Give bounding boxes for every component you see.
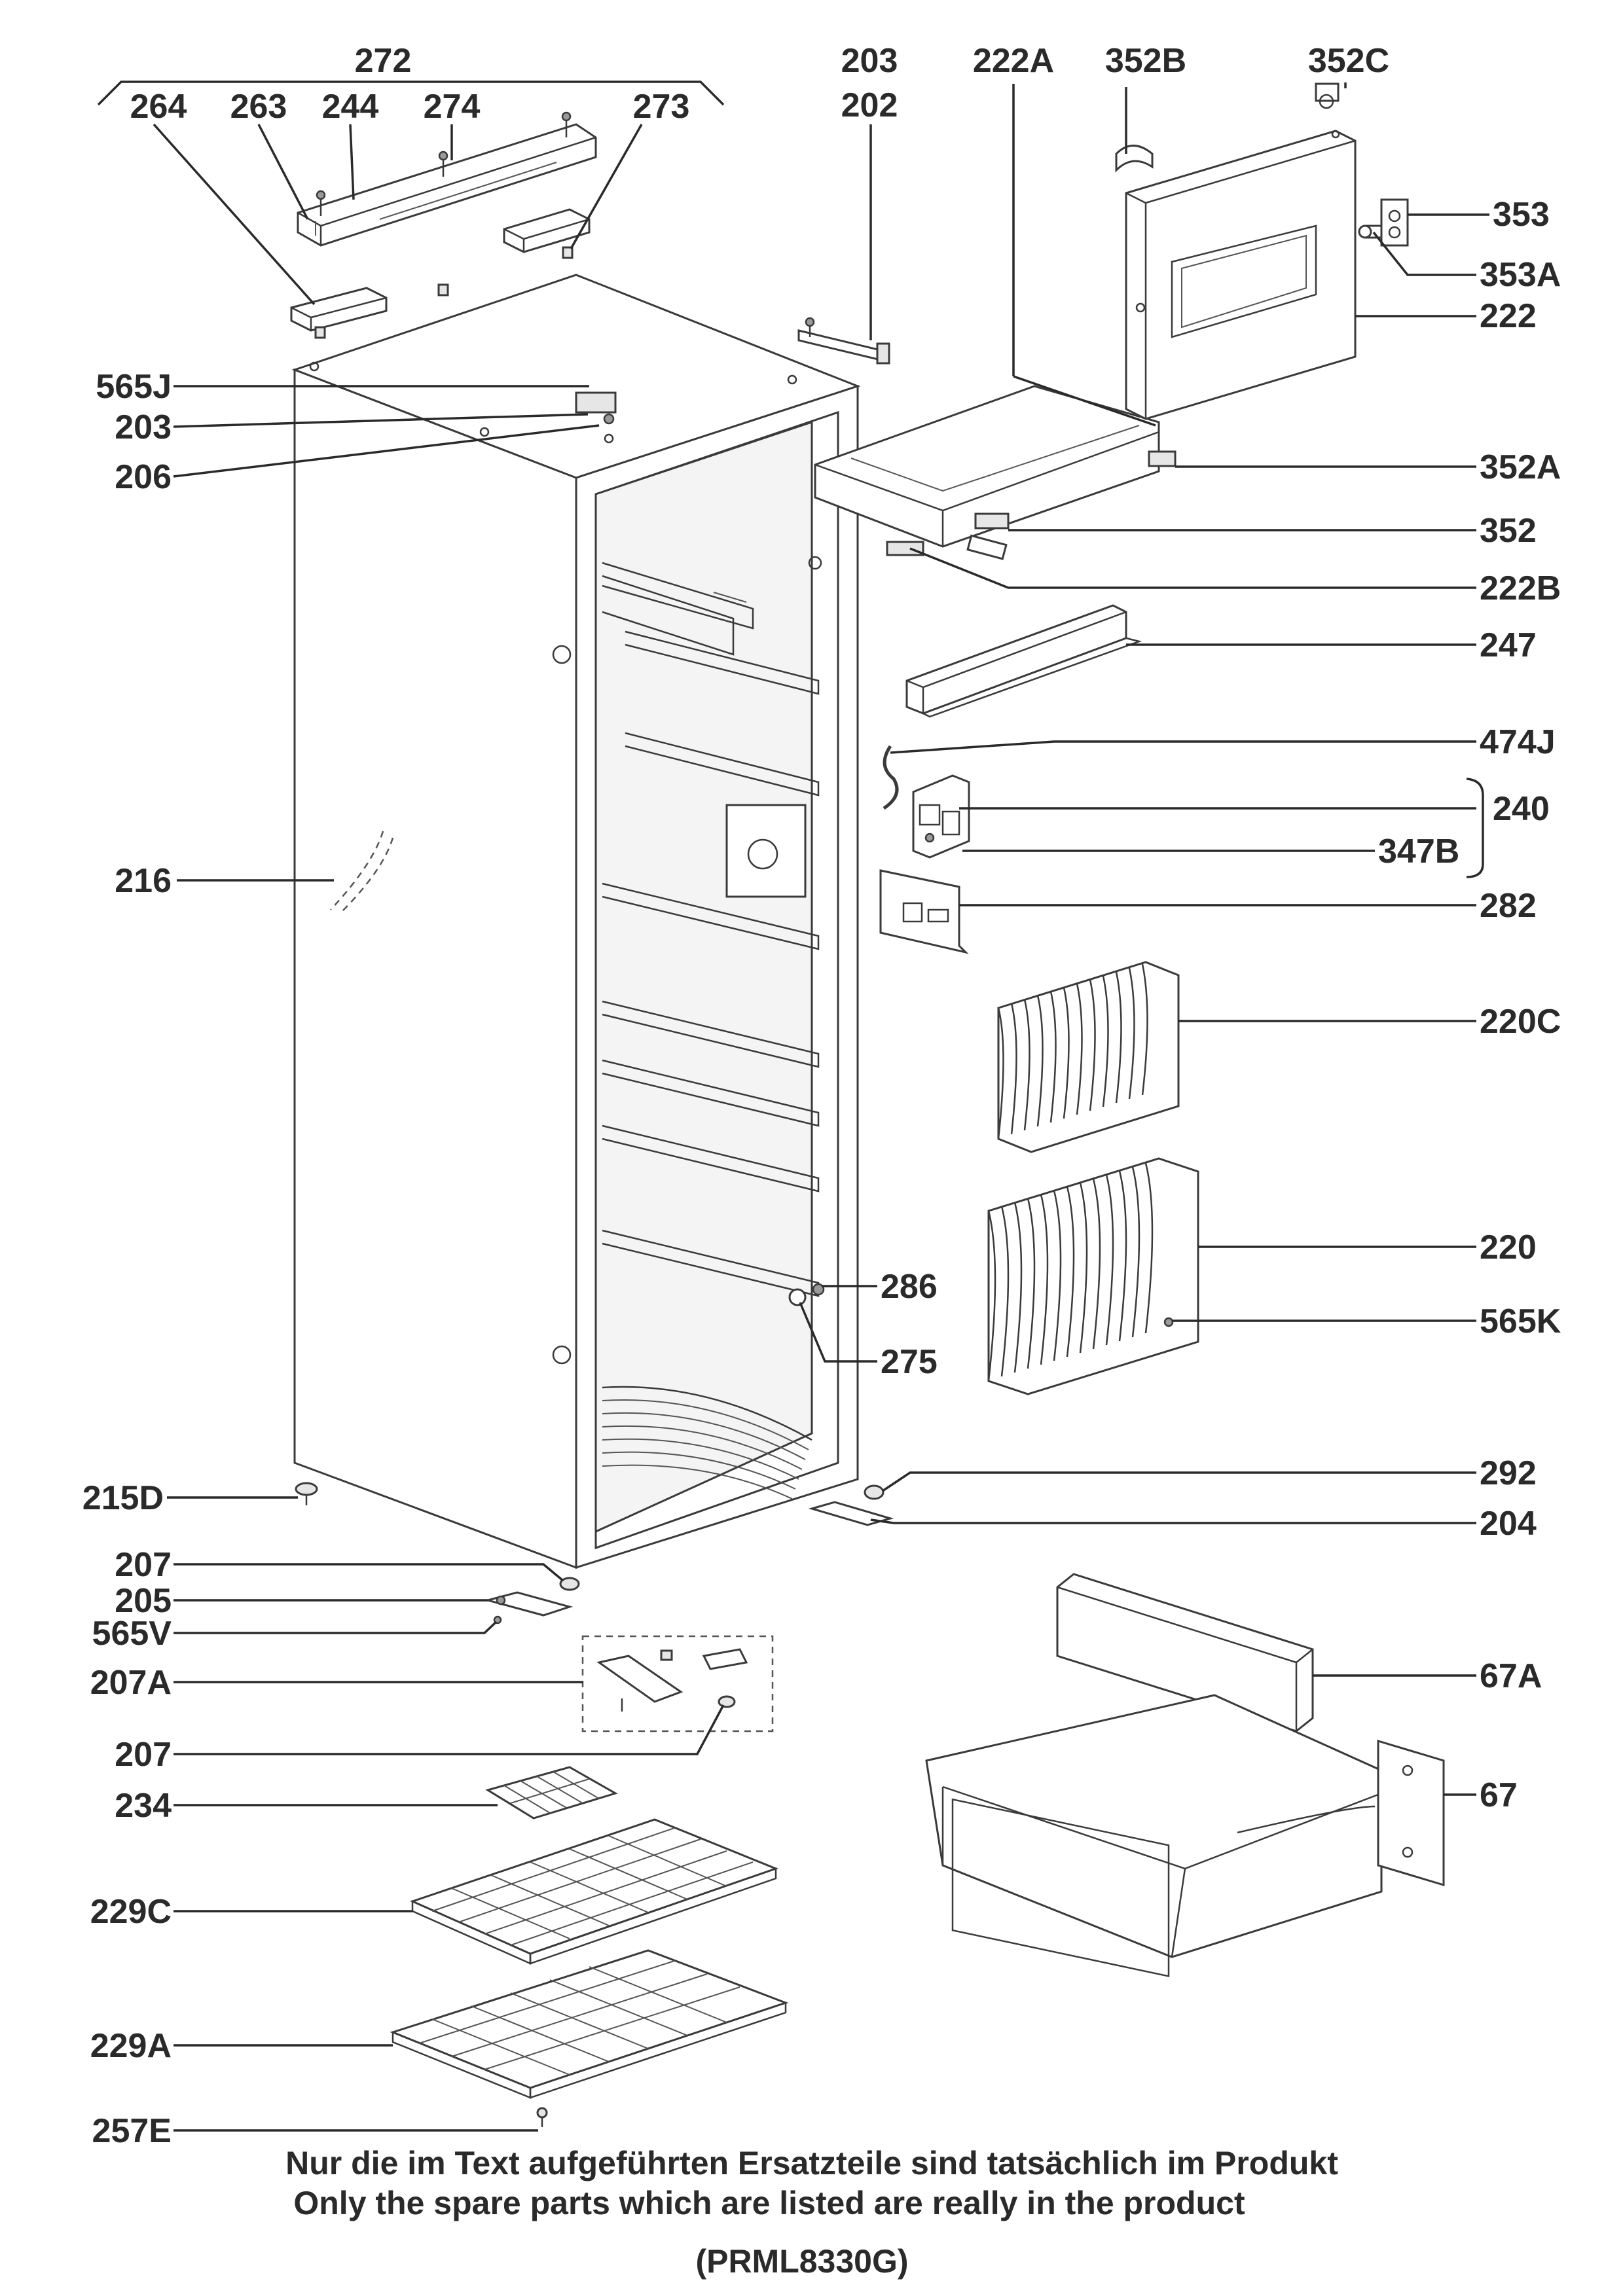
ice-cube-tray-part	[485, 1766, 618, 1820]
label-202: 202	[841, 86, 898, 124]
label-264: 264	[130, 88, 187, 126]
small-nut-part	[562, 246, 574, 259]
evaporator-fins-upper-part	[997, 961, 1180, 1153]
label-347B: 347B	[1378, 833, 1459, 870]
label-353A: 353A	[1480, 256, 1561, 294]
hinge-kit-part	[581, 1635, 774, 1732]
label-352B: 352B	[1105, 42, 1186, 80]
label-222A: 222A	[973, 42, 1054, 80]
caption-german: Nur die im Text aufgeführten Ersatzteile…	[285, 2145, 1338, 2181]
label-244: 244	[322, 88, 379, 126]
leader-lines	[97, 81, 1489, 2132]
label-273: 273	[633, 88, 690, 126]
label-234: 234	[115, 1787, 172, 1825]
label-207-lower: 207	[115, 1736, 172, 1774]
label-352: 352	[1480, 512, 1537, 550]
label-229C: 229C	[90, 1893, 172, 1931]
refrigerator-cabinet-part	[291, 274, 861, 1570]
label-206: 206	[115, 458, 172, 496]
bottom-hinge-right-part	[808, 1501, 894, 1526]
freezer-door-part	[1125, 130, 1357, 420]
label-565V: 565V	[92, 1615, 172, 1653]
label-67A: 67A	[1480, 1657, 1542, 1695]
label-282: 282	[1480, 887, 1537, 925]
control-panel-part	[879, 869, 969, 954]
label-207-upper: 207	[115, 1546, 172, 1584]
drip-tray-clip-part	[966, 534, 1008, 560]
end-block-right-part	[503, 208, 591, 253]
latch-part	[1380, 198, 1409, 247]
label-274: 274	[424, 88, 481, 126]
wire-harness-part	[883, 745, 899, 810]
thermostat-part	[912, 774, 970, 859]
small-nut-part	[437, 283, 449, 296]
label-257E: 257E	[92, 2112, 172, 2150]
label-215D: 215D	[82, 1479, 164, 1517]
crisper-drawer-part	[925, 1694, 1445, 1977]
label-247: 247	[1480, 626, 1537, 664]
evaporator-fins-lower-part	[987, 1157, 1199, 1395]
label-240: 240	[1493, 790, 1550, 828]
label-222B: 222B	[1480, 569, 1561, 607]
plug-part	[788, 1288, 807, 1306]
screw-part	[812, 1283, 825, 1296]
door-clip-part	[1315, 82, 1340, 109]
latch-pin-part	[1358, 224, 1383, 239]
washer-part	[864, 1484, 884, 1500]
label-216: 216	[115, 862, 172, 900]
hinge-cap-part	[1115, 145, 1154, 173]
label-229A: 229A	[90, 2027, 172, 2065]
caption-english: Only the spare parts which are listed ar…	[293, 2185, 1245, 2221]
label-203-top: 203	[841, 42, 898, 80]
freezer-compartment-part	[814, 385, 1176, 556]
label-474J: 474J	[1480, 723, 1556, 761]
label-352A: 352A	[1480, 448, 1561, 486]
label-565J: 565J	[96, 368, 172, 406]
label-352C: 352C	[1308, 42, 1389, 80]
wire-shelf-upper-part	[409, 1818, 779, 1965]
label-220: 220	[1480, 1229, 1537, 1266]
label-272: 272	[355, 42, 412, 80]
label-204: 204	[1480, 1505, 1537, 1543]
label-205: 205	[115, 1582, 172, 1620]
small-nut-part	[314, 326, 326, 339]
label-565K: 565K	[1480, 1302, 1561, 1340]
drip-tray-part	[905, 604, 1142, 718]
label-353: 353	[1493, 196, 1550, 234]
label-292: 292	[1480, 1454, 1537, 1492]
shelf-screw-part	[536, 2107, 548, 2127]
label-275: 275	[881, 1343, 938, 1381]
wire-shelf-lower-part	[390, 1949, 789, 2099]
label-67: 67	[1480, 1776, 1518, 1814]
bottom-hinge-left-part	[484, 1577, 580, 1624]
adjustable-foot-part	[295, 1482, 318, 1505]
top-hinge-bracket-part	[797, 317, 890, 365]
crisper-lid-part	[1056, 1573, 1314, 1732]
end-block-left-part	[290, 287, 388, 332]
label-286: 286	[881, 1268, 938, 1306]
caption-model: (PRML8330G)	[695, 2243, 908, 2280]
label-220C: 220C	[1480, 1003, 1561, 1041]
label-263: 263	[230, 88, 287, 126]
label-203-side: 203	[115, 408, 172, 446]
label-207A: 207A	[90, 1664, 172, 1702]
label-222: 222	[1480, 297, 1537, 335]
